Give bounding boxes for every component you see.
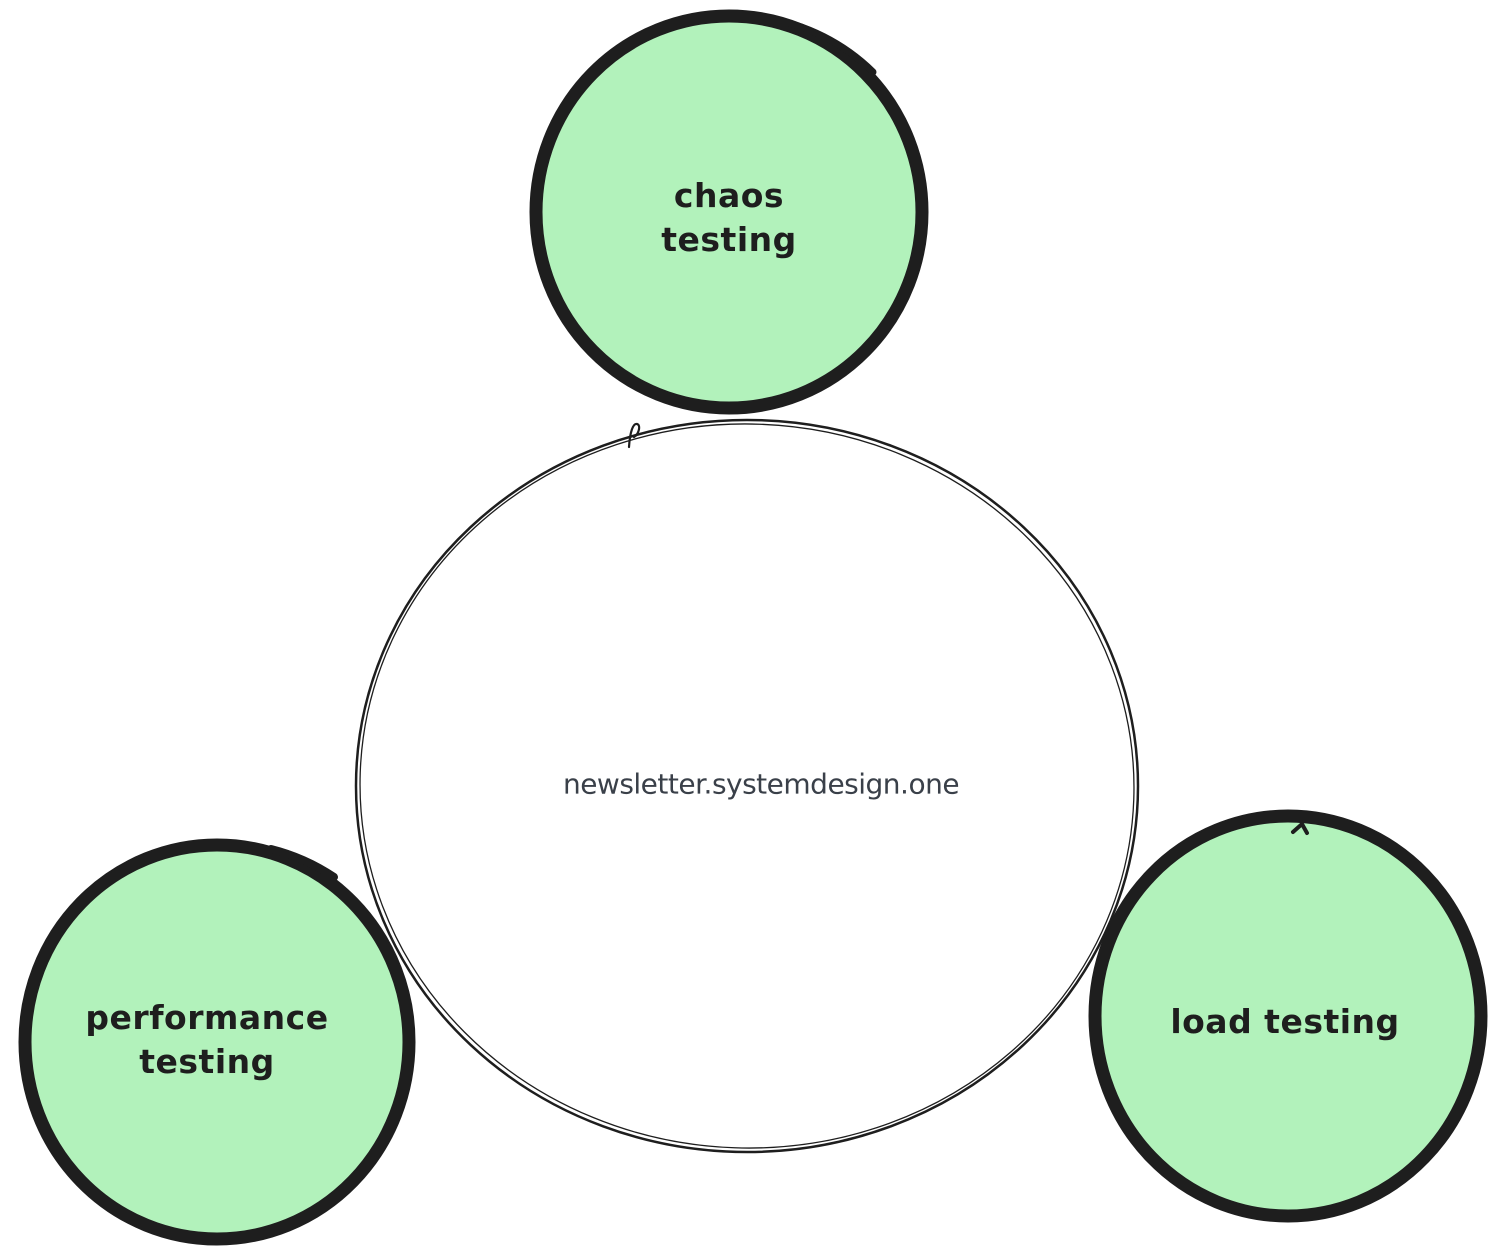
center-circle-shape bbox=[354, 418, 1140, 1154]
chaos-testing-label: chaos testing bbox=[661, 174, 797, 262]
performance-testing-label-line2: testing bbox=[139, 1042, 275, 1081]
performance-testing-circle bbox=[18, 838, 416, 1246]
load-testing-label-line1: load testing bbox=[1170, 1001, 1400, 1041]
load-testing-label: load testing bbox=[1170, 1000, 1399, 1044]
pen-squiggle bbox=[627, 422, 641, 449]
chaos-testing-label-line2: testing bbox=[661, 220, 797, 259]
load-testing-overdraw bbox=[1268, 814, 1327, 823]
chaos-testing-circle bbox=[529, 9, 929, 415]
performance-testing-label-line1: performance bbox=[85, 997, 329, 1037]
center-circle-label: newsletter.systemdesign.one bbox=[562, 767, 960, 801]
performance-testing-overdraw bbox=[267, 845, 338, 881]
center-circle-outline bbox=[354, 418, 1140, 1154]
load-testing-circle bbox=[1088, 809, 1488, 1223]
center-circle-outline-overdraw bbox=[359, 423, 1135, 1149]
chaos-testing-overdraw bbox=[762, 14, 877, 76]
chaos-testing-label-line1: chaos bbox=[673, 175, 785, 215]
load-testing-tick-mark bbox=[1291, 820, 1309, 835]
chaos-testing-ellipse bbox=[529, 9, 929, 415]
performance-testing-ellipse bbox=[18, 838, 416, 1246]
performance-testing-label: performance testing bbox=[85, 996, 328, 1084]
